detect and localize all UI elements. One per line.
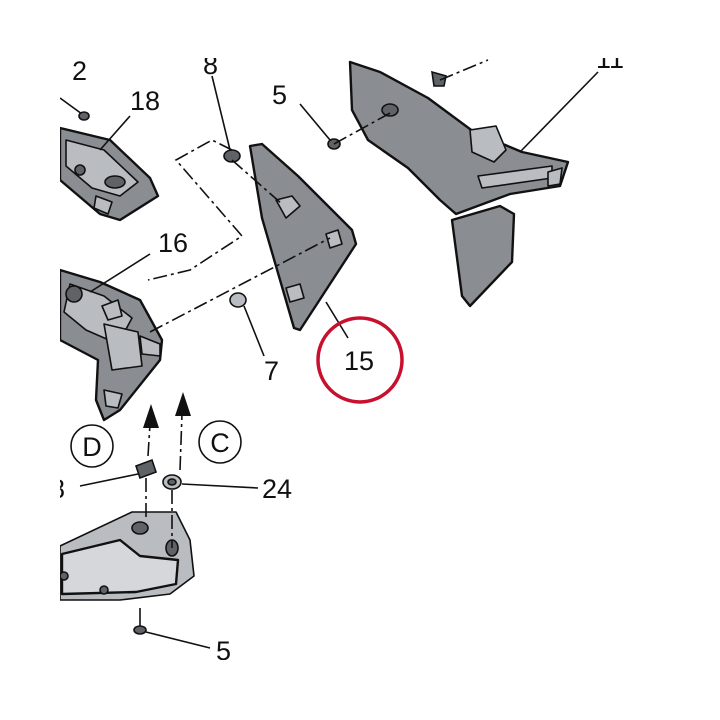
fastener-8-lower: [134, 458, 158, 480]
arrow-d: [143, 404, 159, 457]
part-18-bracket: [58, 126, 160, 222]
callout-16: 16: [158, 228, 188, 258]
part-15-cover: [248, 142, 358, 332]
callout-7: 7: [264, 356, 279, 386]
highlight-circle-15: [316, 316, 404, 404]
arrow-c: [175, 392, 191, 471]
callout-15: 15: [344, 346, 374, 376]
direction-marker-d: [70, 424, 114, 468]
screw-5-bottom: [133, 608, 147, 635]
callout-5-bottom: 5: [216, 636, 231, 666]
left-crop-mask: [0, 0, 60, 720]
lower-tray-assembly: [59, 511, 195, 601]
callout-24: 24: [262, 474, 292, 504]
direction-marker-d-label: D: [82, 432, 102, 462]
part-11-duct: [348, 60, 570, 308]
direction-marker-c: [198, 420, 242, 464]
grommet-24: [162, 474, 182, 490]
callout-5-top: 5: [272, 80, 287, 110]
leader-lines: [79, 71, 599, 649]
assembly-lines: [145, 59, 489, 548]
top-crop-mask: [0, 0, 720, 58]
fastener-7: [229, 292, 247, 308]
bottom-crop-mask: [0, 660, 720, 720]
screw-2: [59, 97, 90, 121]
callout-2: 2: [72, 56, 87, 86]
part-16-bracket: [58, 268, 164, 422]
direction-marker-c-label: C: [210, 428, 230, 458]
callout-18: 18: [130, 86, 160, 116]
